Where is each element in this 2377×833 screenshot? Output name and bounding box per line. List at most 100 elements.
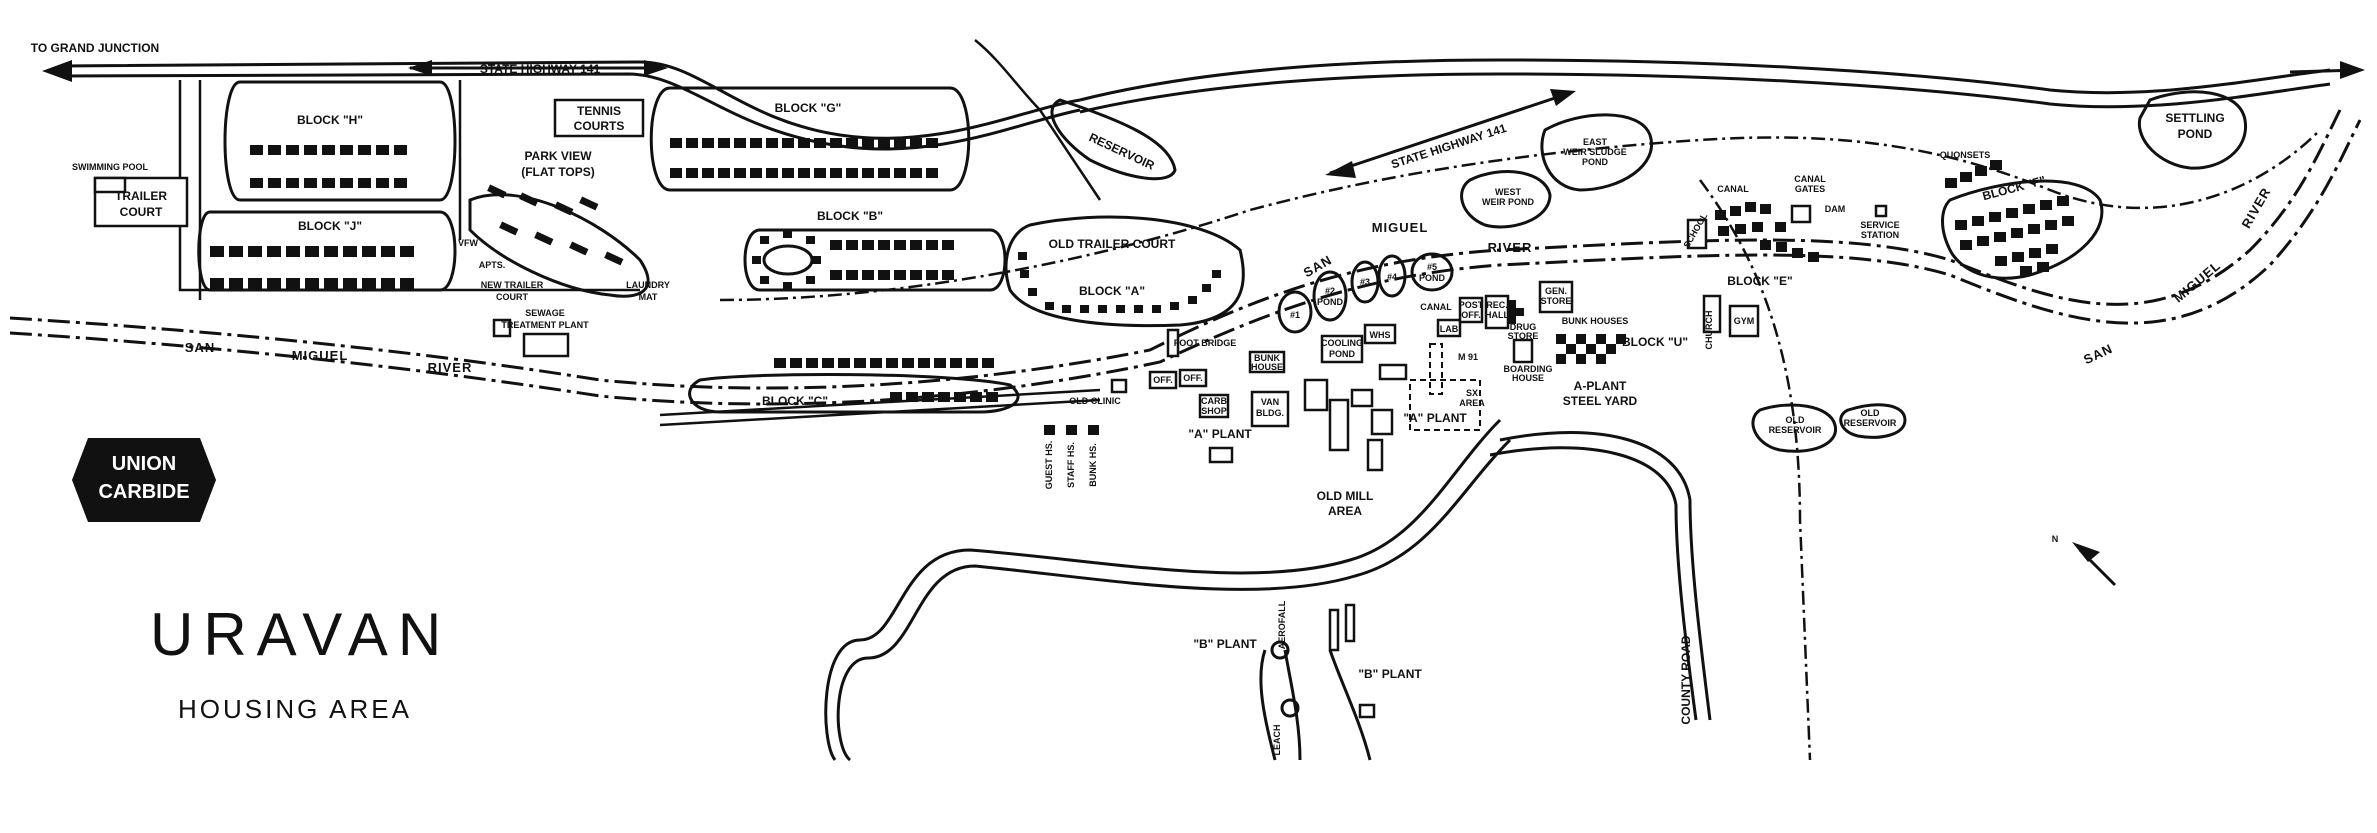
b-plant-tank-1 <box>1270 640 1290 660</box>
label-service-1: SERVICE <box>1860 220 1899 230</box>
label-old-res-1a: OLD <box>1786 415 1805 425</box>
label-off-1: OFF. <box>1153 375 1173 385</box>
block-j-outline <box>197 210 457 292</box>
label-sx-area-1: SX <box>1466 388 1478 398</box>
tennis-courts <box>553 98 645 138</box>
label-river-e2: MIGUEL <box>2171 258 2224 306</box>
label-a-plant-steel-2: STEEL YARD <box>1563 394 1638 408</box>
label-whs: WHS <box>1370 330 1391 340</box>
label-river-c3: RIVER <box>1488 240 1533 255</box>
block-e-houses <box>1715 202 1819 262</box>
guest-staff-bunk-houses <box>1044 425 1099 435</box>
label-river-w3: RIVER <box>428 360 473 375</box>
logo-line-1: UNION <box>112 453 176 475</box>
pond-2 <box>1312 270 1348 322</box>
office-1 <box>1148 370 1178 390</box>
label-apts: APTS. <box>479 260 506 270</box>
label-canal-gates-1: CANAL <box>1794 174 1826 184</box>
block-b-houses <box>830 240 954 280</box>
label-pond-3: #3 <box>1360 277 1370 287</box>
arrow-west-icon <box>408 60 432 76</box>
old-clinic <box>1110 378 1128 394</box>
b-plant-building-2 <box>1344 603 1356 643</box>
label-river-e3: RIVER <box>2238 185 2273 231</box>
block-b-circle-houses <box>752 230 821 290</box>
cooling-pond <box>1320 334 1364 364</box>
b-plant-tank-2 <box>1280 698 1300 718</box>
block-g-outline <box>649 86 971 192</box>
label-laundry-1: LAUNDRY <box>626 280 670 290</box>
arrow-far-east-icon <box>2340 61 2365 79</box>
label-cooling-pond-1: COOLING <box>1321 338 1363 348</box>
block-b-outline <box>743 228 1007 292</box>
block-b-circle <box>762 244 814 276</box>
label-river-c1: SAN <box>1301 252 1335 280</box>
label-pond-5b: POND <box>1419 273 1446 283</box>
label-leach: LEACH <box>1272 725 1282 756</box>
label-north: N <box>2052 534 2059 544</box>
label-off-2: OFF. <box>1183 373 1203 383</box>
label-m91: M 91 <box>1458 352 1478 362</box>
sewage-building-1 <box>492 318 512 338</box>
arrow-highway-east-left-icon <box>1325 161 1356 178</box>
foot-bridge <box>1166 328 1180 358</box>
label-foot-bridge: FOOT BRIDGE <box>1174 338 1237 348</box>
north-arrow: N <box>2052 534 2117 587</box>
old-mill-road-edge <box>836 438 1512 762</box>
label-east-weir-1: EAST <box>1583 137 1608 147</box>
label-block-c: BLOCK "C" <box>762 394 828 408</box>
label-river-w1: SAN <box>185 340 215 355</box>
label-laundry-2: MAT <box>639 292 658 302</box>
label-canal-1: CANAL <box>1420 302 1452 312</box>
label-church: CHURCH <box>1704 311 1714 350</box>
gym <box>1728 304 1760 338</box>
label-river-c2: MIGUEL <box>1372 220 1429 235</box>
label-river-w2: MIGUEL <box>292 348 349 363</box>
label-block-g: BLOCK "G" <box>775 101 842 115</box>
pond-3 <box>1350 260 1380 304</box>
bunk-houses-checker <box>1556 334 1626 364</box>
swimming-pool <box>93 176 127 194</box>
reservoir-outline <box>1050 98 1177 181</box>
canal-line-north <box>719 129 2321 302</box>
label-trailer-court-2: COURT <box>120 205 163 219</box>
drug-store <box>1512 338 1534 364</box>
north-arrow-icon <box>2072 542 2100 562</box>
label-block-h: BLOCK "H" <box>297 113 363 127</box>
label-a-plant-steel-1: A-PLANT <box>1574 379 1627 393</box>
arrow-grand-junction-icon <box>42 60 72 82</box>
label-carb-shop-2: SHOP <box>1201 406 1227 416</box>
label-dam: DAM <box>1825 204 1846 214</box>
sewage-building-2 <box>522 332 570 358</box>
label-pond-1: #1 <box>1290 310 1300 320</box>
carb-shop <box>1198 393 1230 419</box>
b-plant-building-1 <box>1328 608 1340 652</box>
label-bunk-house-1: BUNK <box>1254 353 1280 363</box>
label-west-weir-1: WEST <box>1495 187 1522 197</box>
block-h-outline <box>223 80 457 202</box>
label-aerofall: AEROFALL <box>1277 600 1287 649</box>
label-tennis-1: TENNIS <box>577 104 621 118</box>
label-bunk-house-2: HOUSE <box>1251 362 1283 372</box>
label-old-mill-1: OLD MILL <box>1317 489 1374 503</box>
label-west-weir-2: WEIR POND <box>1482 197 1535 207</box>
highway-141-west <box>42 60 1081 151</box>
block-h-houses <box>250 145 407 188</box>
arrow-highway-east-right-icon <box>1550 89 1576 106</box>
label-sx-area-2: AREA <box>1459 398 1485 408</box>
label-van-bldg-1: VAN <box>1261 397 1279 407</box>
pond-1 <box>1277 290 1313 334</box>
label-vfw: VFW <box>458 238 479 248</box>
dam-building <box>1790 204 1812 224</box>
park-view-houses <box>487 184 624 266</box>
label-post-off-2: OFF. <box>1461 310 1481 320</box>
label-block-j: BLOCK "J" <box>298 219 362 233</box>
label-east-weir-2: WEIR SLUDGE <box>1563 147 1627 157</box>
sx-area <box>1429 343 1443 395</box>
pond-5 <box>1410 252 1454 292</box>
block-a-houses <box>1018 252 1221 313</box>
label-canal-2: CANAL <box>1717 184 1749 194</box>
label-carb-shop-1: CARB <box>1201 396 1227 406</box>
